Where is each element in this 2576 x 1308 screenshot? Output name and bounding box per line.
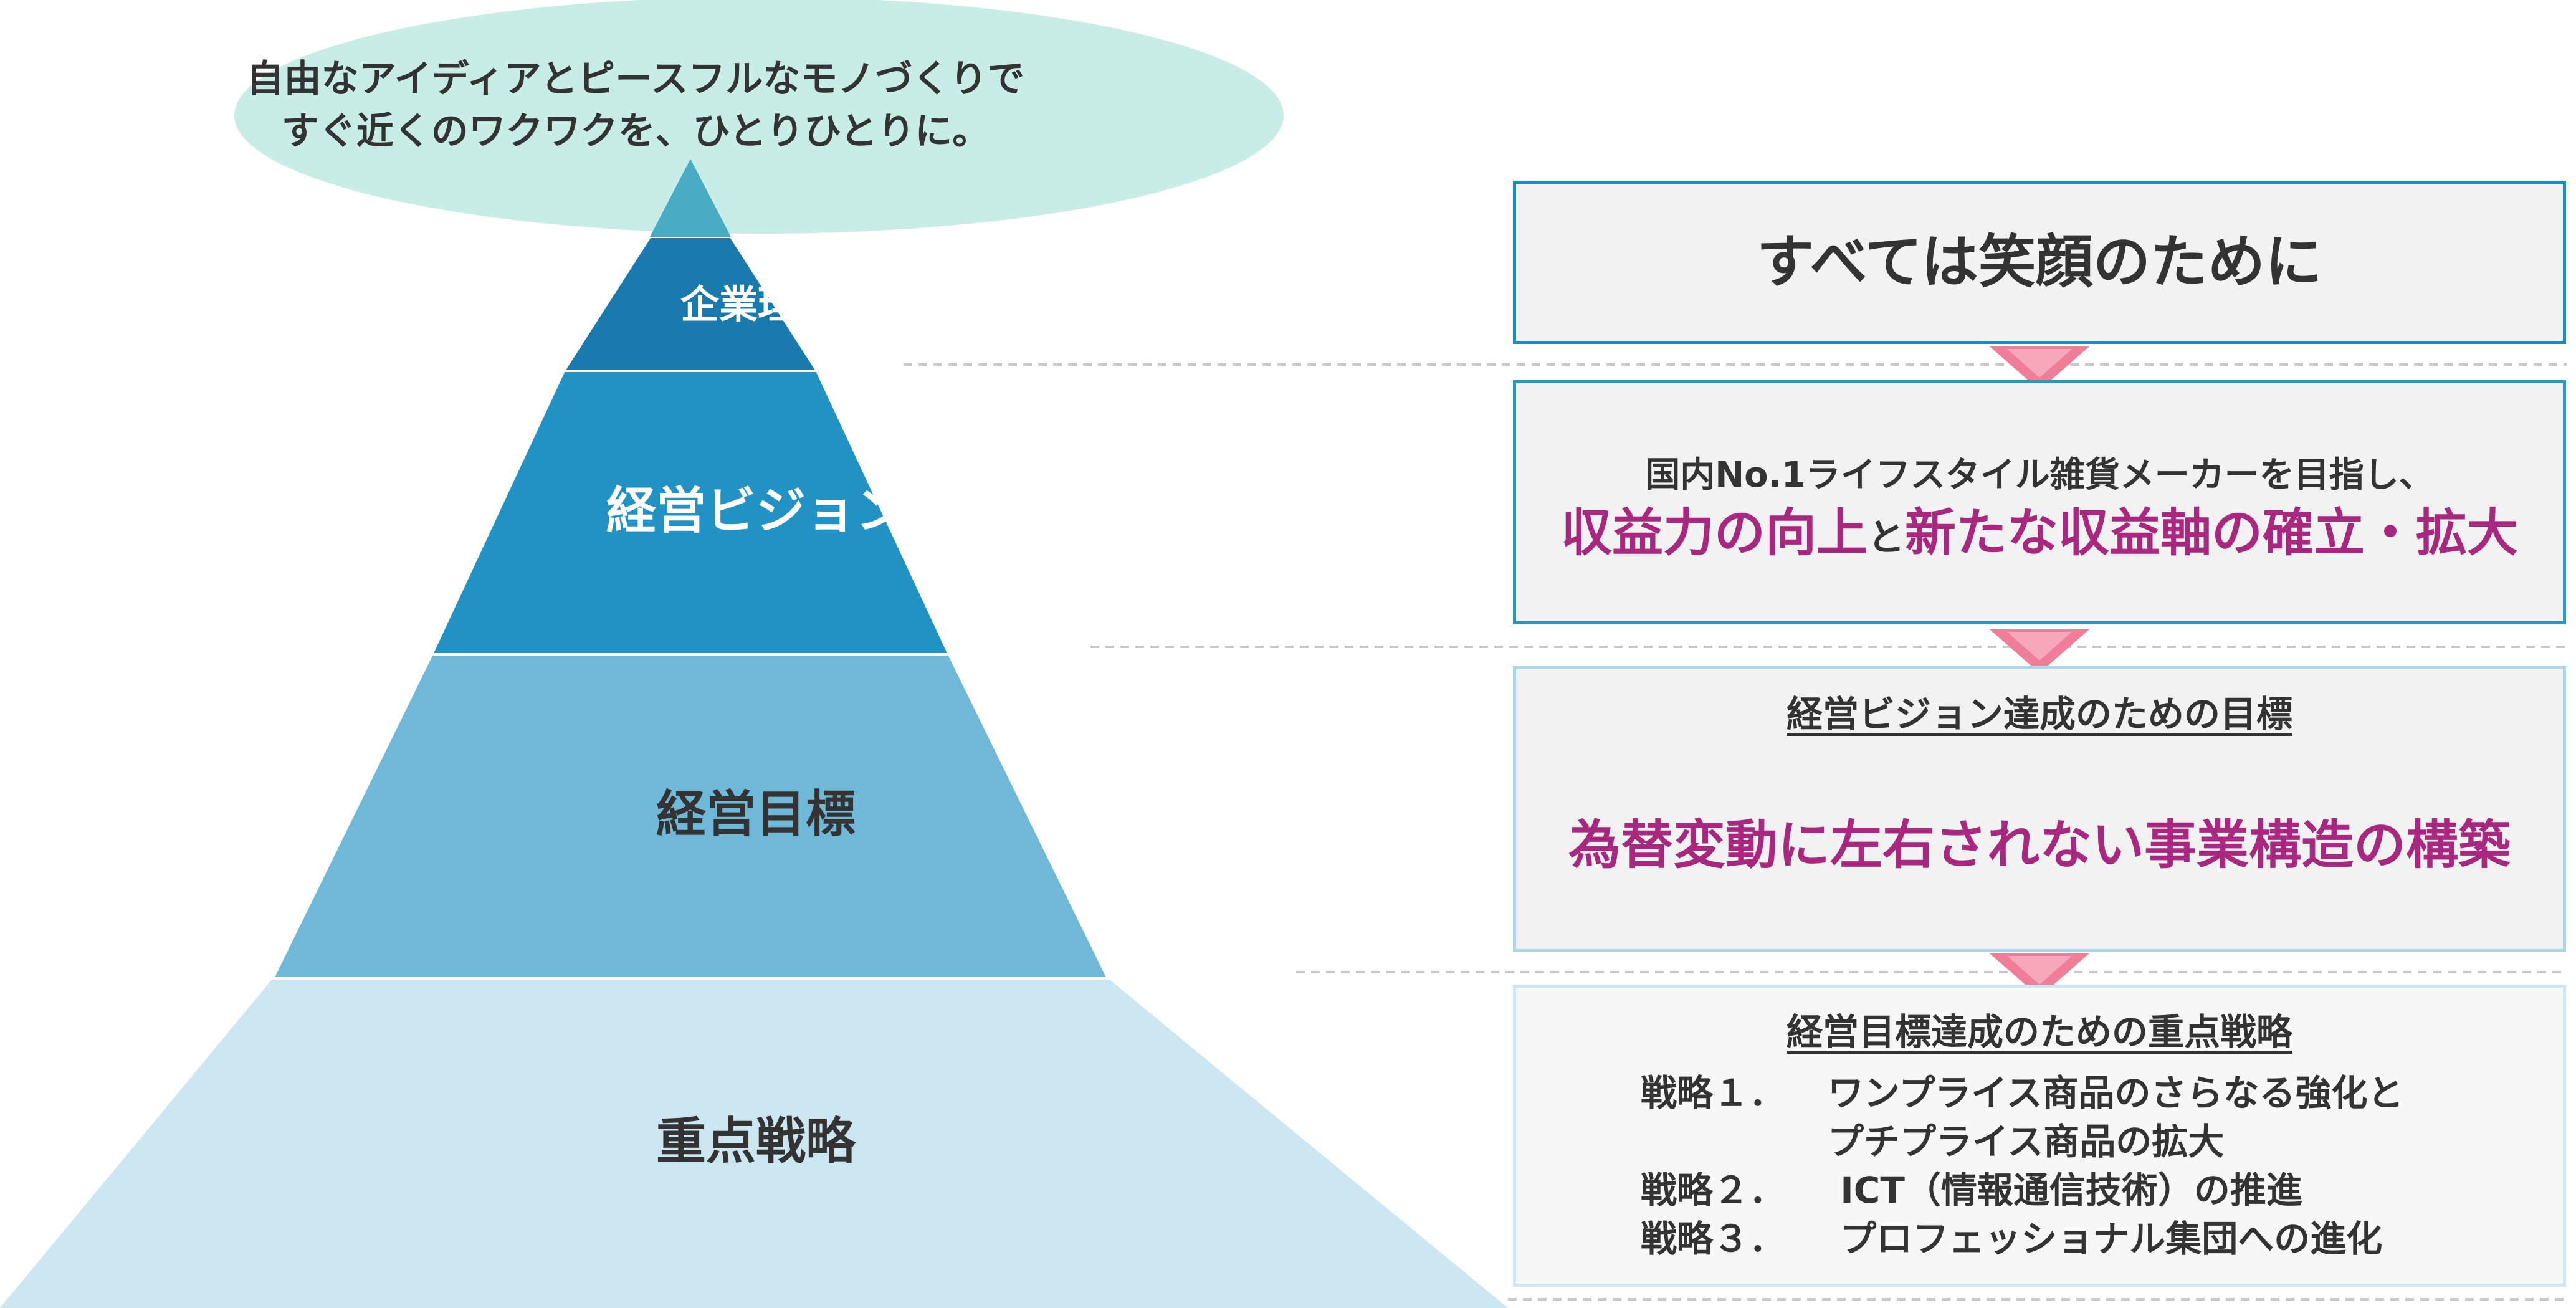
philosophy-statement-line2: すぐ近くのワクワクを、ひとりひとりに。: [281, 110, 990, 153]
vision-intro: 国内No.1ライフスタイル雑貨メーカーを目指し、: [1645, 455, 2434, 495]
vision-panel: 国内No.1ライフスタイル雑貨メーカーを目指し、 収益力の向上と新たな収益軸の確…: [1513, 380, 2566, 624]
strategy-text: ワンプライス商品のさらなる強化と: [1828, 1072, 2404, 1114]
vision-part-b: 新たな収益軸の確立・拡大: [1905, 504, 2519, 563]
strategy-label: 戦略２．: [1641, 1169, 1786, 1211]
vision-part-a: 収益力の向上: [1560, 504, 1868, 563]
strategy-item-continuation: プチプライス商品の拡大: [1641, 1117, 2404, 1166]
philosophy-statement: 自由なアイディアとピースフルなモノづくりで すぐ近くのワクワクを、ひとりひとりに…: [231, 53, 1041, 158]
strategy-heading: 経営目標達成のための重点戦略: [1786, 1011, 2292, 1053]
strategy-item: 戦略３． プロフェッショナル集団への進化: [1641, 1215, 2404, 1263]
strategy-item: 戦略２． ICT（情報通信技術）の推進: [1641, 1166, 2404, 1215]
philosophy-panel-text: すべては笑顔のために: [1756, 229, 2323, 295]
goal-panel: 経営ビジョン達成のための目標 為替変動に左右されない事業構造の構築: [1513, 666, 2566, 952]
philosophy-statement-line1: 自由なアイディアとピースフルなモノづくりで: [246, 57, 1025, 101]
tier-label-strategy: 重点戦略: [656, 1112, 856, 1170]
pyramid-apex: [650, 159, 731, 237]
strategy-label: 戦略３．: [1641, 1218, 1786, 1260]
goal-heading: 経営ビジョン達成のための目標: [1786, 693, 2292, 735]
vision-main: 収益力の向上と新たな収益軸の確立・拡大: [1516, 499, 2563, 572]
strategy-text: ICT（情報通信技術）の推進: [1828, 1169, 2302, 1211]
strategy-list: 戦略１． ワンプライス商品のさらなる強化と プチプライス商品の拡大 戦略２． I…: [1641, 1069, 2404, 1263]
strategy-text: プロフェッショナル集団への進化: [1828, 1218, 2383, 1260]
goal-main: 為替変動に左右されない事業構造の構築: [1568, 814, 2511, 876]
philosophy-bubble: [234, 0, 1284, 234]
tier-label-philosophy: 企業理念: [680, 282, 836, 327]
strategy-label: 戦略１．: [1641, 1072, 1786, 1114]
vision-connector: と: [1868, 516, 1905, 560]
philosophy-panel: すべては笑顔のために: [1513, 181, 2566, 344]
pyramid-tier-strategy: [0, 978, 1508, 1308]
tier-label-vision: 経営ビジョン: [606, 482, 905, 540]
strategy-text: プチプライス商品の拡大: [1828, 1120, 2225, 1163]
strategy-item: 戦略１． ワンプライス商品のさらなる強化と: [1641, 1069, 2404, 1117]
tier-label-goal: 経営目標: [656, 785, 856, 843]
strategy-panel: 経営目標達成のための重点戦略 戦略１． ワンプライス商品のさらなる強化と プチプ…: [1513, 985, 2566, 1287]
